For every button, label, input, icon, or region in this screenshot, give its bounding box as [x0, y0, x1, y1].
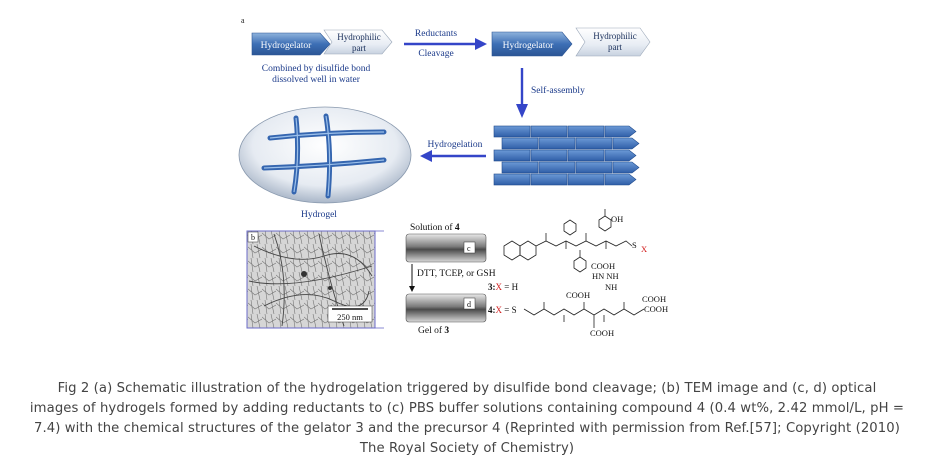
hydrogelation-label: Hydrogelation: [428, 140, 483, 150]
cooh-label-1: COOH: [591, 261, 615, 271]
hydrogelator-left-label: Hydrogelator: [261, 41, 312, 51]
vial-d: d: [405, 293, 487, 323]
hydrogelation-arrow: Hydrogelation: [420, 140, 486, 162]
nh-label: NH: [605, 282, 617, 292]
self-assembly-arrow: Self-assembly: [516, 68, 585, 118]
reagents-label: DTT, TCEP, or GSH: [417, 269, 496, 279]
figure-svg: a Hydrogelator Hydrophilic part Combined…: [238, 16, 668, 338]
s-label: S: [632, 240, 637, 250]
caption-line-1: Fig 2 (a) Schematic illustration of the …: [57, 381, 877, 396]
right-molecule-diagram: Hydrogelator Hydrophilic part: [491, 27, 651, 57]
figure-panel: a Hydrogelator Hydrophilic part Combined…: [234, 6, 670, 340]
left-molecule-diagram: Hydrogelator Hydrophilic part Combined b…: [251, 29, 393, 85]
panel-a-label: a: [241, 16, 245, 25]
scale-bar-label: 250 nm: [337, 312, 363, 322]
caption-line-3: 7.4) with the chemical structures of the…: [33, 421, 901, 436]
compound-4-label: 4:X = S: [488, 305, 517, 315]
gel-label: Gel of 3: [418, 325, 449, 336]
hydrophilic-left-label-2: part: [352, 43, 366, 53]
hydrophilic-right-label-2: part: [608, 42, 622, 52]
hydrogelator-right-label: Hydrogelator: [503, 41, 554, 51]
caption-line-4: The Royal Society of Chemistry): [359, 441, 575, 456]
chemical-structure-top: [503, 209, 633, 273]
x-label: X: [641, 244, 647, 254]
combined-line-1: Combined by disulfide bond: [262, 63, 371, 74]
fiber-stack: [493, 125, 640, 186]
cooh-label-5: COOH: [590, 328, 614, 338]
cooh-label-4: COOH: [644, 304, 668, 314]
cleavage-arrow: Reductants Cleavage: [404, 29, 487, 59]
chemical-structure-bottom: [523, 302, 645, 328]
cleavage-label: Cleavage: [418, 49, 453, 59]
compound-3-label: 3:X = H: [488, 282, 519, 292]
solution-label: Solution of 4: [410, 222, 460, 233]
tem-image: b 250 nm: [246, 230, 384, 329]
vial-c: c: [405, 233, 487, 263]
panel-c-label: c: [467, 244, 471, 253]
cooh-label-3: COOH: [642, 294, 666, 304]
panel-d-label: d: [467, 300, 471, 309]
hn-nh2-label: HN NH: [592, 271, 619, 281]
oh-label: OH: [611, 214, 623, 224]
caption-line-2: images of hydrogels formed by adding red…: [29, 401, 905, 416]
hydrogel-illustration: Hydrogel: [238, 106, 412, 220]
panel-b-label: b: [251, 233, 255, 242]
combined-line-2: dissolved well in water: [272, 75, 361, 85]
cooh-label-2: COOH: [566, 290, 590, 300]
reductants-label: Reductants: [415, 29, 458, 39]
self-assembly-label: Self-assembly: [531, 85, 585, 96]
figure-caption: Fig 2 (a) Schematic illustration of the …: [0, 379, 934, 459]
hydrogel-label: Hydrogel: [301, 210, 337, 220]
reagent-arrow: DTT, TCEP, or GSH: [409, 264, 496, 292]
hydrophilic-left-label-1: Hydrophilic: [337, 32, 381, 42]
hydrophilic-right-label-1: Hydrophilic: [593, 31, 637, 41]
